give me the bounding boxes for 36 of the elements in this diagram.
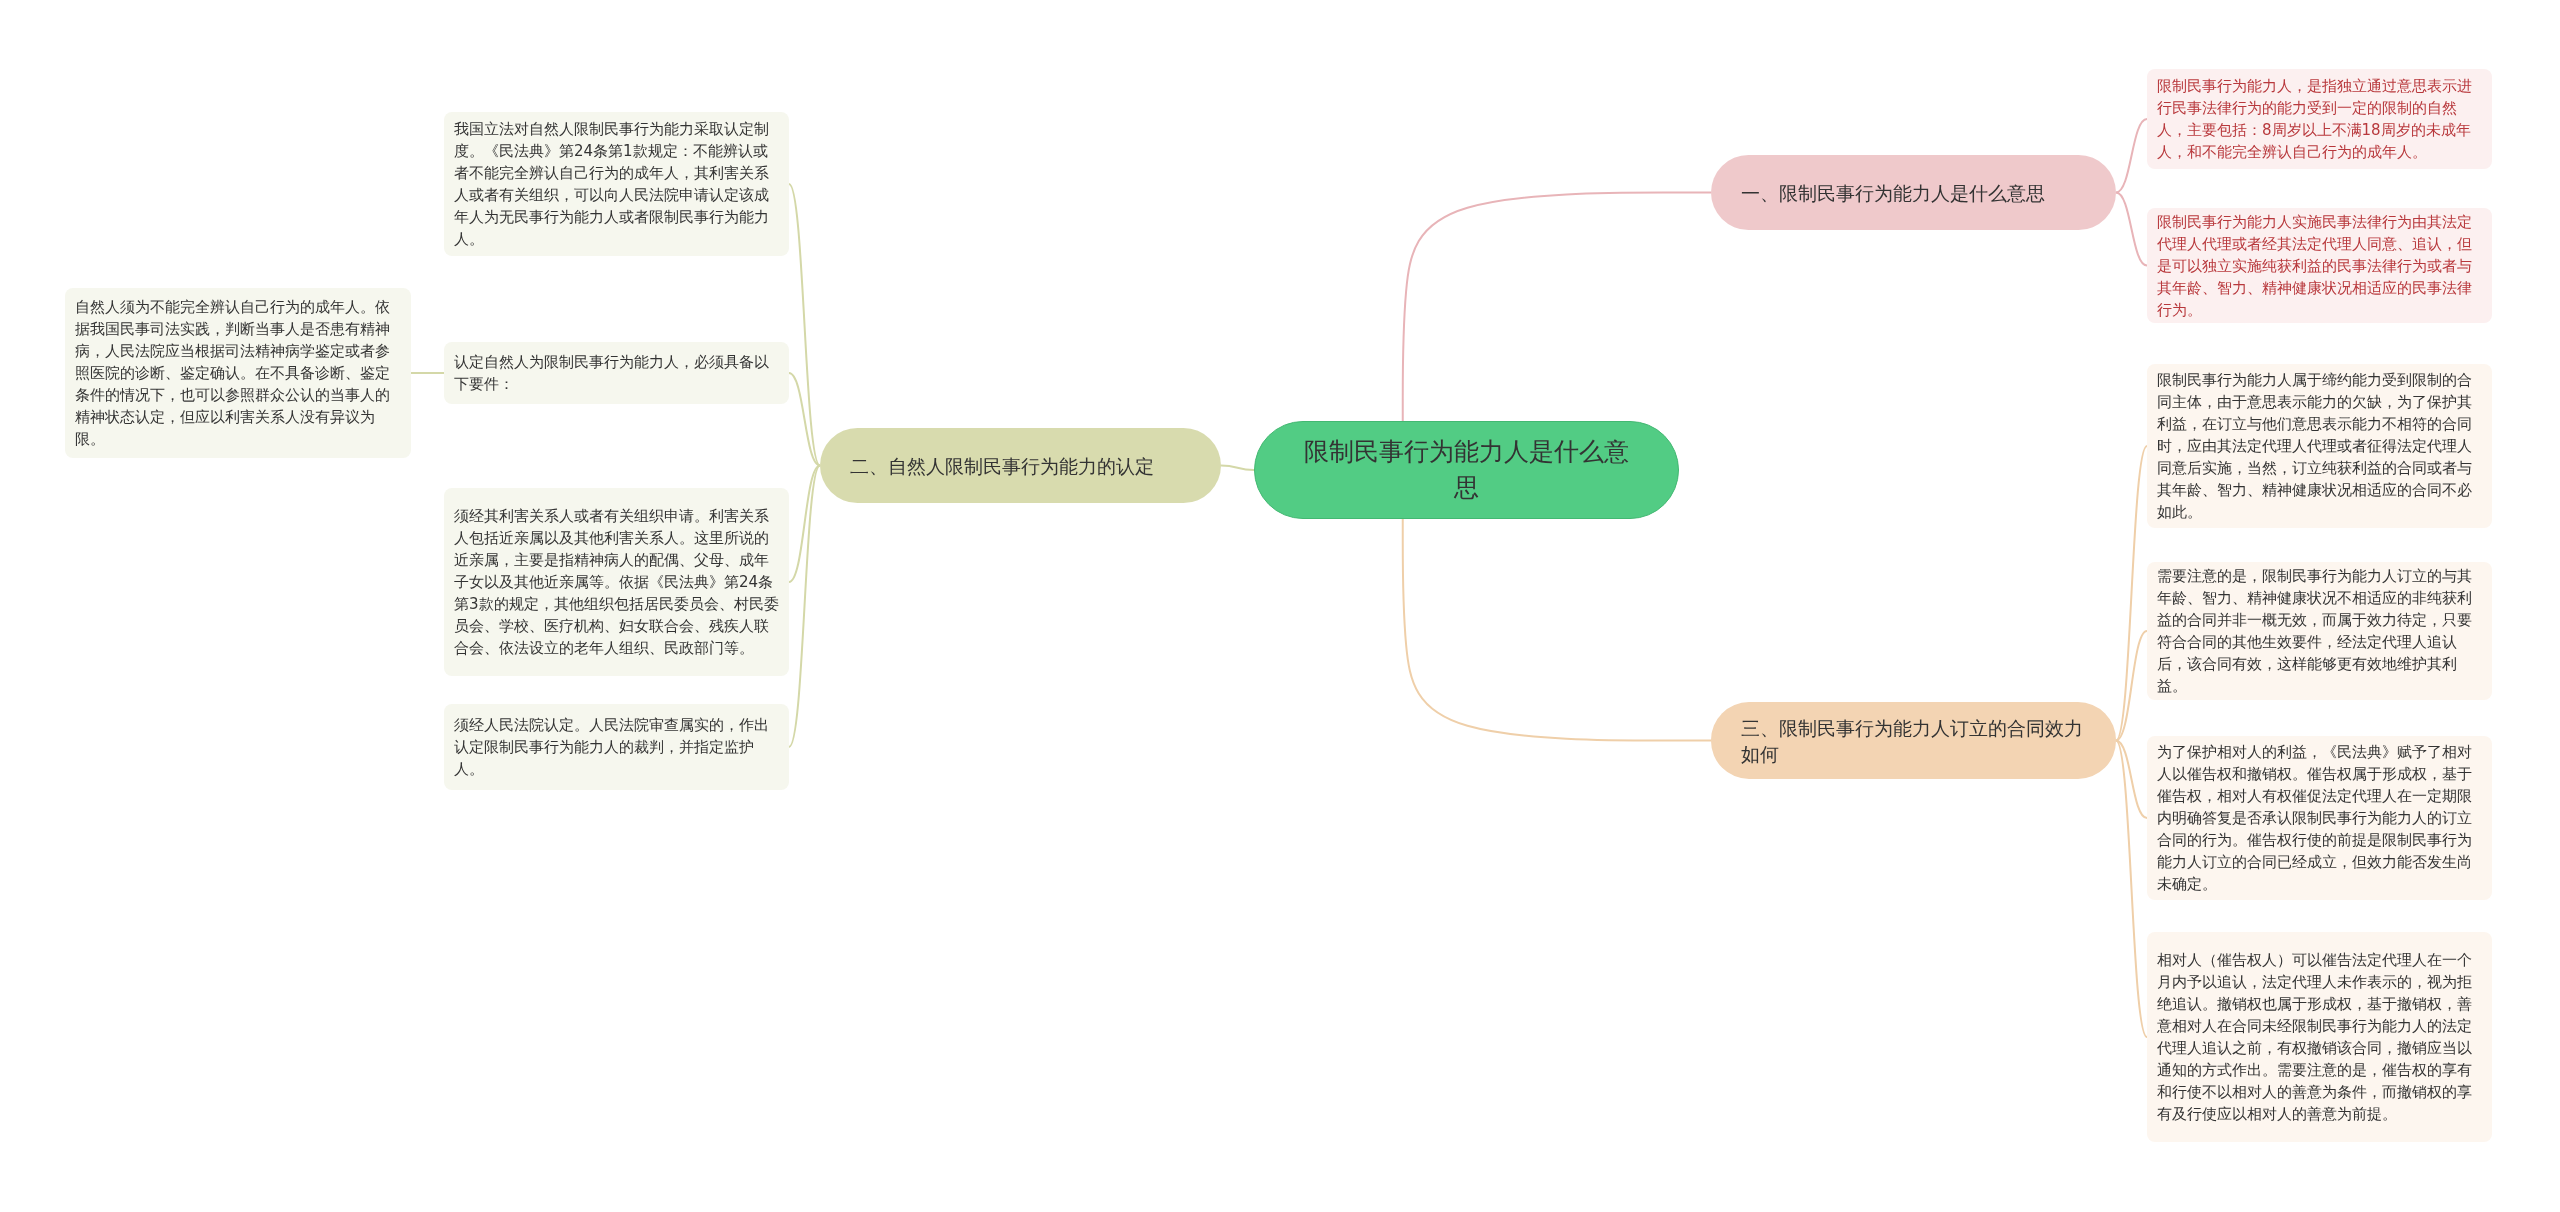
note-text: 须经其利害关系人或者有关组织申请。利害关系人包括近亲属以及其他利害关系人。这里所说的近亲属，主要是指精神病人的配偶、父母、成年子女以及其他近亲属等。依据《民法典》第24条第3款的规定，其他组织包括居民委员会、村民委员会、学校、医疗机构、妇女联合会、残疾人联合会、依法设立的老年人组织、民政部门等。 — [454, 506, 779, 659]
note-card — [444, 704, 789, 790]
connector-line — [1220, 464, 1255, 471]
connector-line — [788, 464, 821, 583]
note-text: 认定自然人为限制民事行为能力人，必须具备以下要件： — [454, 352, 770, 395]
note-text: 自然人须为不能完全辨认自己行为的成年人。依据我国民事司法实践，判断当事人是否患有精神病，人民法院应当根据司法精神病学鉴定或者参照医院的诊断、鉴定确认。在不具备诊断、鉴定条件的情况下，也可以参照群众公认的当事人的精神状态认定，但应以利害关系人没有异议为限。 — [75, 297, 391, 450]
note-card — [444, 488, 789, 676]
note-card — [2147, 932, 2492, 1142]
connector-line — [2115, 191, 2148, 267]
connector-line — [788, 183, 821, 467]
note-text: 为了保护相对人的利益，《民法典》赋予了相对人以催告权和撤销权。催告权属于形成权，基于催告权，相对人有权催促法定代理人在一定期限内明确答复是否承认限制民事行为能力人的订立合同的行为。催告权行使的前提是限制民事行为能力人订立的合同已经成立，但效力能否发生尚未确定。 — [2157, 742, 2473, 895]
topic-title: 限制民事行为能力人是什么意思 — [1303, 436, 1630, 504]
note-text: 我国立法对自然人限制民事行为能力采取认定制度。《民法典》第24条第1款规定：不能辨认或者不能完全辨认自己行为的成年人，其利害关系人或者有关组织，可以向人民法院申请认定该成年人为无民事行为能力人或者限制民事行为能力人。 — [454, 119, 770, 250]
connector-line — [410, 372, 445, 374]
connector-line — [1401, 518, 1712, 742]
connector-line — [788, 372, 821, 467]
connector-line — [788, 464, 821, 748]
note-card — [444, 342, 789, 404]
note-text: 限制民事行为能力人，是指独立通过意思表示进行民事法律行为的能力受到一定的限制的自然人，主要包括：8周岁以上不满18周岁的未成年人，和不能完全辨认自己行为的成年人。 — [2157, 76, 2473, 163]
topic-label: 三、限制民事行为能力人订立的合同效力如何 — [1741, 715, 2084, 767]
note-text: 须经人民法院认定。人民法院审查属实的，作出认定限制民事行为能力人的裁判，并指定监护人。 — [454, 715, 770, 780]
note-text: 需要注意的是，限制民事行为能力人订立的与其年龄、智力、精神健康状况不相适应的非纯获利益的合同并非一概无效，而属于效力待定，只要符合合同的其他生效要件，经法定代理人追认后，该合同有效，这样能够更有效地维护其利益。 — [2157, 566, 2473, 697]
connector-line — [2115, 630, 2148, 742]
topic-label: 一、限制民事行为能力人是什么意思 — [1741, 180, 2045, 206]
connector-line — [2115, 118, 2148, 194]
topic-label: 二、自然人限制民事行为能力的认定 — [850, 453, 1154, 479]
note-text: 限制民事行为能力人属于缔约能力受到限制的合同主体，由于意思表示能力的欠缺，为了保护其利益，在订立与他们意思表示能力不相符的合同时，应由其法定代理人代理或者征得法定代理人同意后实施，当然，订立纯获利益的合同或者与其年龄、智力、精神健康状况相适应的合同不必如此。 — [2157, 370, 2473, 523]
connector-line — [2115, 445, 2148, 742]
note-card — [2147, 69, 2492, 169]
connector-line — [1401, 191, 1712, 422]
note-card — [65, 288, 411, 458]
connector-line — [2115, 739, 2148, 1038]
note-card — [444, 112, 789, 256]
note-text: 限制民事行为能力人实施民事法律行为由其法定代理人代理或者经其法定代理人同意、追认，但是可以独立实施纯获利益的民事法律行为或者与其年龄、智力、精神健康状况相适应的民事法律行为。 — [2157, 211, 2473, 321]
note-text: 相对人（催告权人）可以催告法定代理人在一个月内予以追认，法定代理人未作表示的，视为拒绝追认。撤销权也属于形成权，基于撤销权，善意相对人在合同未经限制民事行为能力人的法定代理人追认之前，有权撤销该合同，撤销应当以通知的方式作出。需要注意的是，催告权的享有和行使不以相对人的善意为条件，而撤销权的享有及行使应以相对人的善意为前提。 — [2157, 950, 2473, 1125]
connector-line — [2115, 739, 2148, 819]
